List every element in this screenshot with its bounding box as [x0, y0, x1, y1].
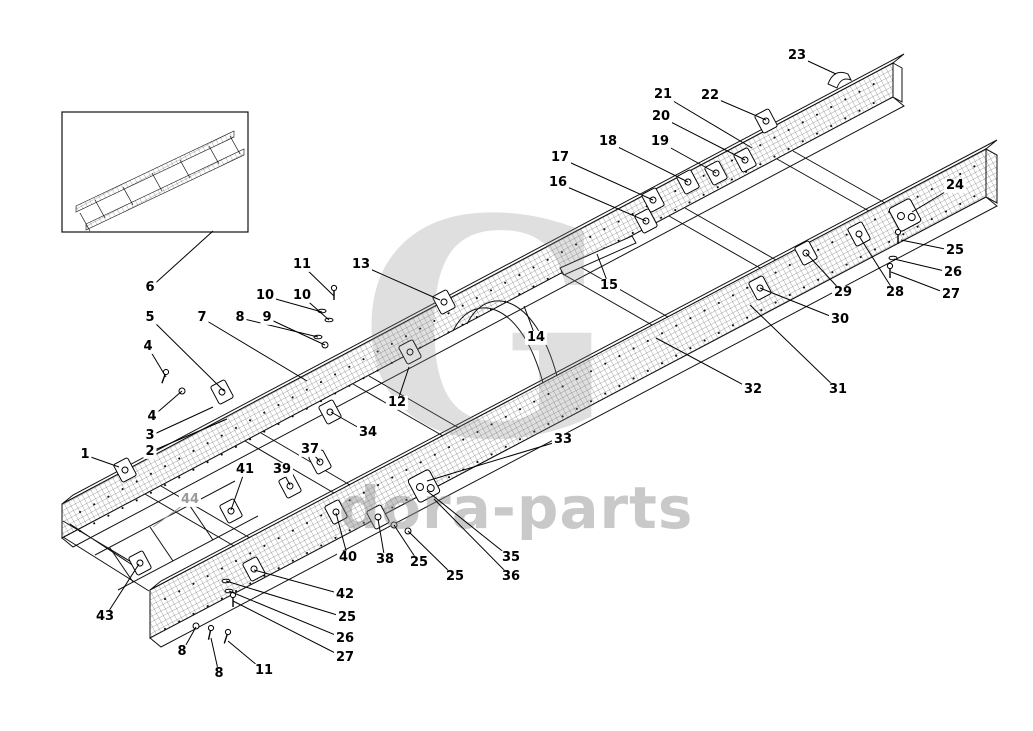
leader-line-24: [911, 185, 956, 213]
overview-inset: [61, 111, 249, 233]
leader-line-19: [659, 141, 717, 174]
leader-line-44: [152, 499, 191, 528]
leader-line-35: [426, 490, 512, 559]
leader-line-4: [147, 346, 167, 378]
leader-line-8: [239, 317, 319, 338]
leader-line-13: [360, 264, 441, 301]
leader-line-25: [225, 580, 348, 619]
leader-line-32: [655, 337, 754, 391]
leader-line-7: [201, 317, 308, 382]
leader-line-31: [749, 304, 839, 391]
leader-line-30: [759, 287, 841, 321]
leader-line-1: [84, 454, 120, 468]
leader-line-17: [559, 157, 654, 201]
leader-line-26: [228, 590, 346, 640]
leader-line-11: [301, 264, 335, 297]
leader-line-21: [662, 94, 753, 149]
leader-line-4: [151, 390, 183, 418]
front-end-members: [62, 480, 259, 592]
leader-line-27: [232, 600, 346, 659]
leader-line-3: [149, 406, 214, 437]
leader-line-25: [900, 239, 956, 252]
leader-line-38: [377, 518, 386, 561]
leader-line-40: [335, 512, 349, 559]
leader-line-8: [181, 626, 197, 653]
leader-line-5: [149, 317, 225, 392]
leader-line-25: [393, 524, 420, 564]
watermark-logo: G: [358, 153, 616, 506]
leader-line-27: [890, 271, 952, 296]
leader-line-26: [893, 258, 954, 274]
brackets-and-mounts: [112, 71, 923, 583]
leader-line-6: [149, 230, 214, 289]
leader-line-15: [596, 253, 610, 287]
leader-line-20: [660, 116, 746, 161]
leader-line-41: [230, 469, 246, 511]
leader-line-25: [407, 530, 456, 578]
leader-line-36: [433, 498, 512, 578]
leader-line-37: [309, 449, 321, 463]
leader-line-33: [426, 439, 564, 482]
leader-line-43: [104, 563, 140, 618]
leader-line-14: [523, 305, 537, 339]
leader-line-23: [796, 55, 837, 75]
leader-line-2: [149, 418, 228, 453]
leader-line-22: [709, 95, 767, 121]
leader-line-10: [264, 295, 323, 313]
leader-line-28: [858, 235, 896, 294]
leader-line-9: [266, 317, 326, 346]
leader-line-39: [281, 469, 291, 486]
leader-line-16: [557, 182, 647, 222]
leader-line-8: [210, 637, 220, 675]
leader-line-34: [330, 411, 369, 434]
leader-line-11: [227, 640, 265, 672]
leader-line-42: [253, 569, 346, 596]
leader-line-29: [805, 252, 844, 294]
leader-line-12: [396, 366, 410, 404]
leader-line-18: [607, 141, 689, 183]
near-side-rail: [149, 139, 998, 648]
